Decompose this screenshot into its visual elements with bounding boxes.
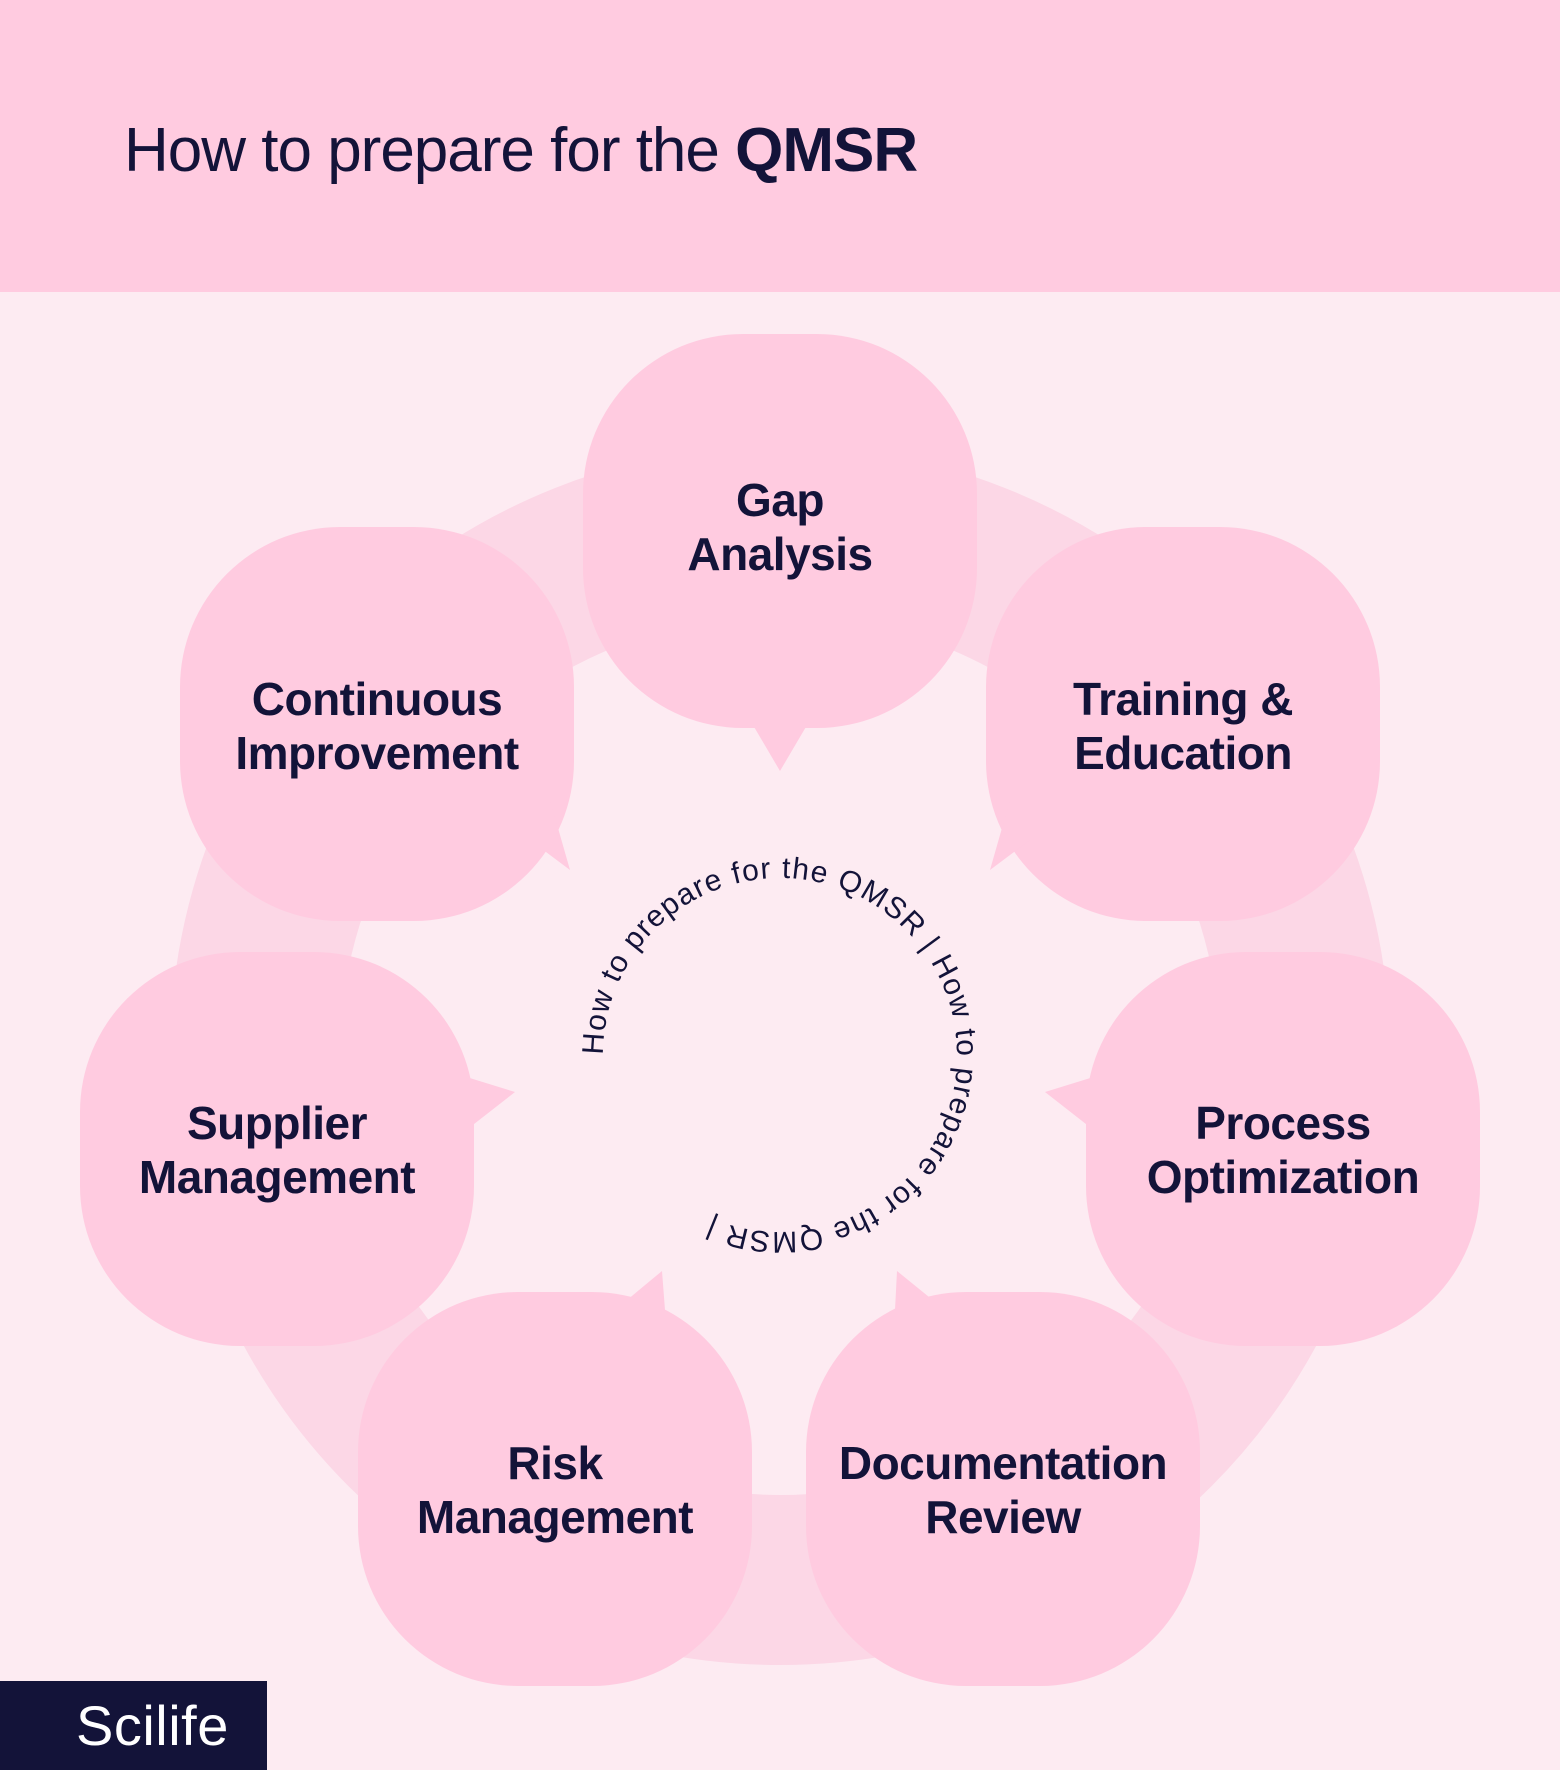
node-label-line2: Review <box>925 1491 1081 1543</box>
node-process-optimization: Process Optimization <box>1103 1096 1463 1204</box>
header-banner: How to prepare for the QMSR <box>0 0 1560 292</box>
node-label-line1: Supplier <box>186 1097 368 1149</box>
bubble-continuous-improvement <box>180 527 574 921</box>
bubble-training-education <box>986 527 1380 921</box>
node-label-line1: Documentation <box>838 1437 1168 1489</box>
node-label-line1: Continuous <box>251 673 503 725</box>
node-documentation-review: Documentation Review <box>823 1436 1183 1544</box>
brand-logo: Scilife <box>0 1681 267 1770</box>
node-label-line1: Process <box>1195 1097 1371 1149</box>
node-label-line2: Improvement <box>235 727 519 779</box>
bubble-process-optimization <box>1045 952 1480 1346</box>
center-ring-text: How to prepare for the QMSR | How to pre… <box>577 852 984 1258</box>
node-supplier-management: Supplier Management <box>97 1096 457 1204</box>
brand-name: Scilife <box>76 1694 229 1757</box>
node-label-line1: Gap <box>736 474 824 526</box>
node-label-line1: Risk <box>507 1437 603 1489</box>
bubble-gap-analysis <box>583 334 977 771</box>
node-training-education: Training & Education <box>1003 672 1363 780</box>
node-continuous-improvement: Continuous Improvement <box>197 672 557 780</box>
bubble-risk-management <box>358 1271 752 1686</box>
node-label-line2: Analysis <box>687 528 873 580</box>
node-label-line2: Management <box>416 1491 694 1543</box>
node-label-line2: Management <box>138 1151 416 1203</box>
node-label-line1: Training & <box>1073 673 1293 725</box>
bubble-supplier-management <box>80 952 515 1346</box>
title-text: How to prepare for the <box>124 116 720 185</box>
bubble-documentation-review <box>806 1271 1200 1686</box>
node-gap-analysis: Gap Analysis <box>600 473 960 581</box>
node-risk-management: Risk Management <box>375 1436 735 1544</box>
page-title: How to prepare for the QMSR <box>124 108 918 194</box>
node-label-line2: Education <box>1074 727 1292 779</box>
title-emphasis: QMSR <box>735 116 918 185</box>
node-label-line2: Optimization <box>1146 1151 1420 1203</box>
